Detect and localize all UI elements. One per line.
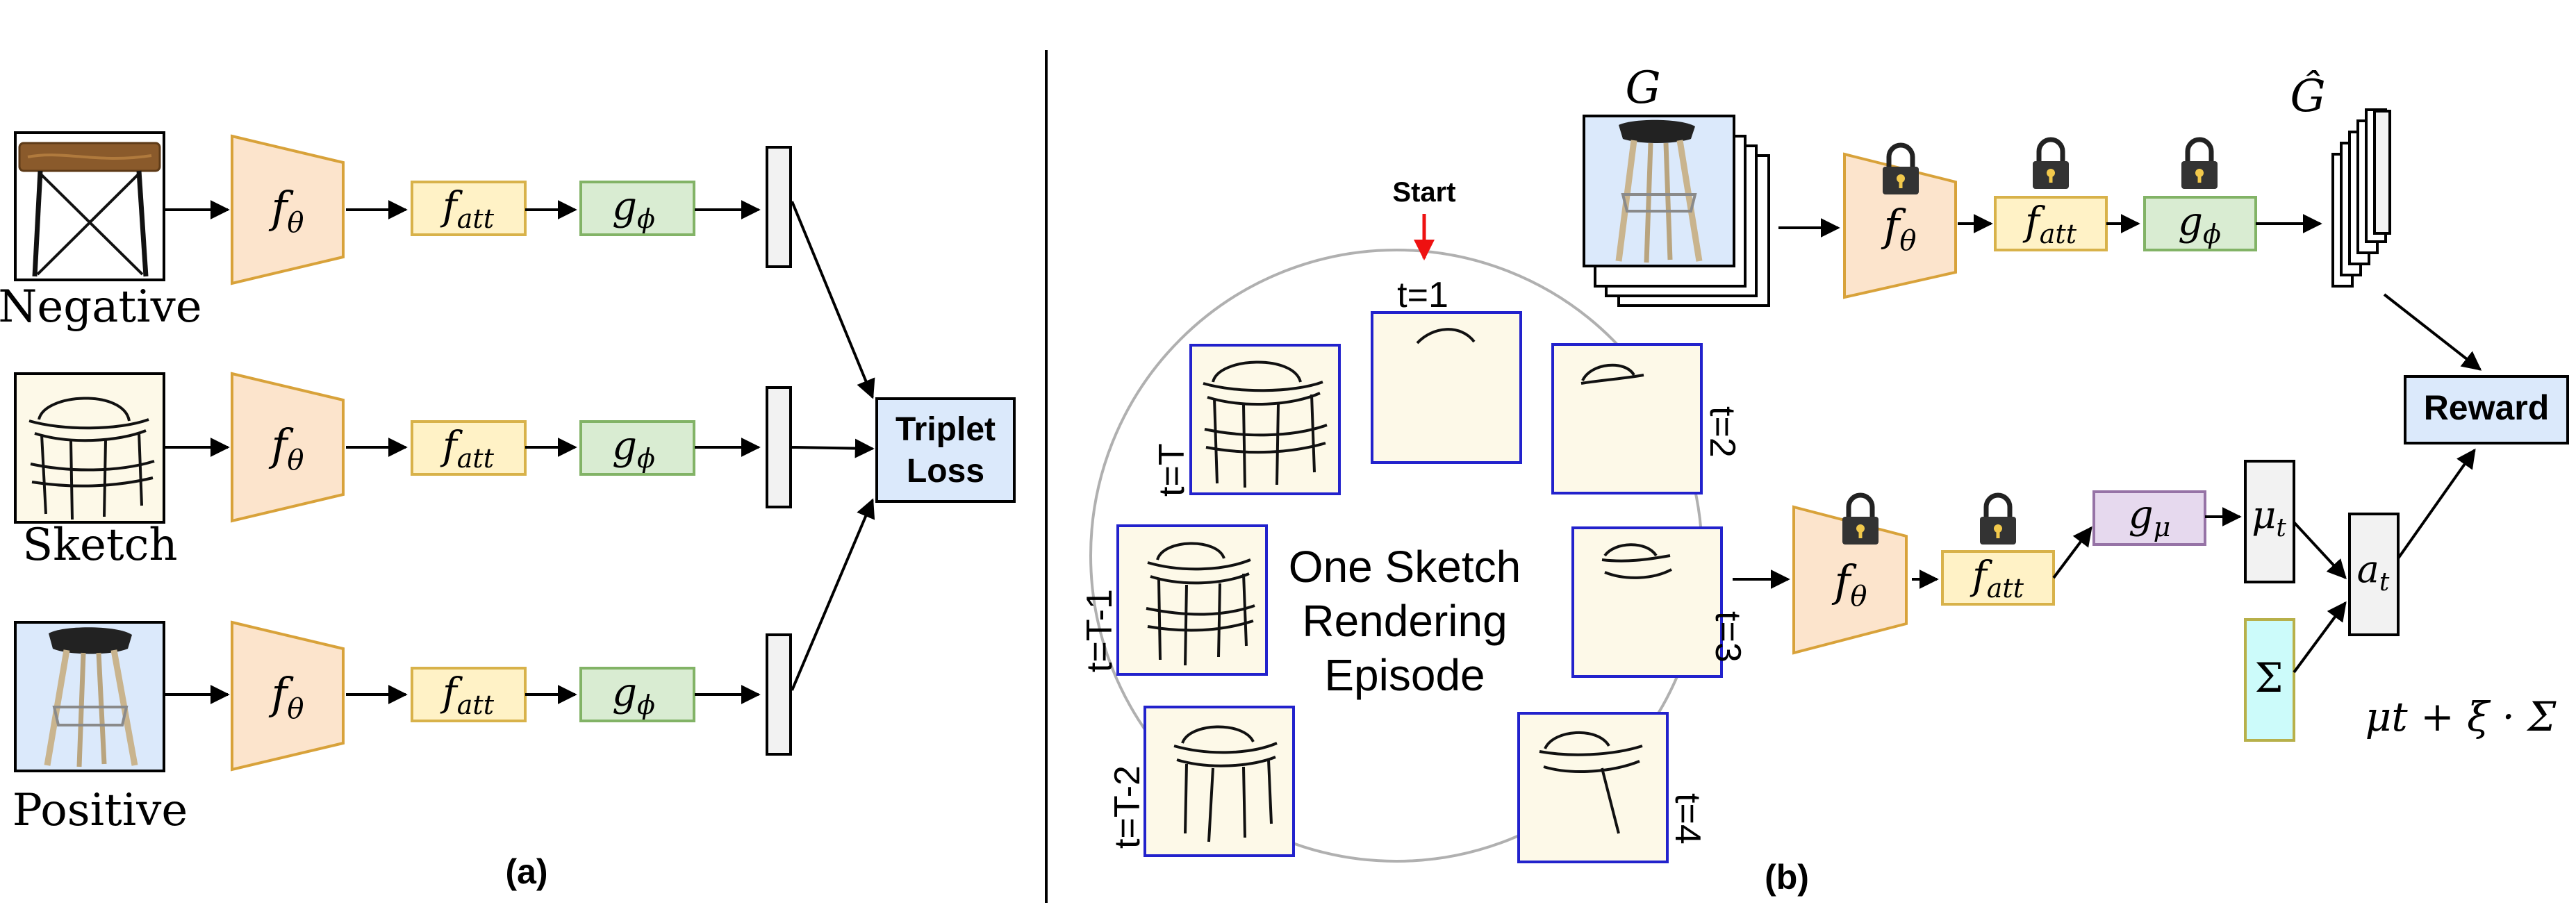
negative-row: Negative fθ fatt gϕ	[0, 131, 792, 333]
positive-label: Positive	[13, 785, 188, 836]
sketch-step-t3: t=3	[1571, 526, 1748, 678]
start-label: Start	[1392, 177, 1455, 208]
positive-embedding	[766, 633, 792, 756]
positive-attention-block	[411, 667, 527, 722]
sketch-projection-block	[579, 420, 695, 476]
negative-projection-block	[579, 181, 695, 236]
gallery-encoder-lock-icon	[1883, 145, 1919, 194]
chair-sketch-icon	[28, 397, 155, 520]
action-vector	[2348, 513, 2400, 636]
gallery-projection-lock-icon	[2181, 140, 2218, 189]
sigma-vector	[2244, 618, 2295, 742]
positive-projection-label: gϕ	[612, 670, 655, 720]
policy-encoder-label: fθ	[1831, 556, 1867, 613]
sketch-attention-label: fatt	[440, 424, 495, 474]
positive-row: Positive fθ fatt gϕ	[13, 620, 792, 836]
episode-label-line2: Rendering	[1302, 596, 1507, 646]
sketch-step-t-minus-2: t=T-2	[1107, 706, 1295, 857]
panel-b: Start One Sketch Rendering Episode t=1 t…	[1080, 63, 2569, 897]
sketch-encoder-block	[231, 372, 345, 523]
step-label-t1: t=1	[1397, 275, 1448, 315]
reward-label: Reward	[2424, 388, 2550, 427]
sketch-embedding	[766, 386, 792, 508]
mu-label: μt	[2252, 493, 2286, 542]
gallery-projection-block	[2143, 196, 2257, 251]
sketch-row: Sketch fθ fatt gϕ	[14, 372, 792, 571]
sketch-attention-block	[411, 420, 527, 476]
sketch-encoder-label: fθ	[268, 419, 304, 476]
gallery-projection-label: gϕ	[2178, 199, 2221, 249]
policy-attention-lock-icon	[1980, 495, 2016, 545]
gallery-attention-block	[1994, 196, 2108, 251]
policy-head-block	[2092, 490, 2206, 546]
mu-vector	[2244, 460, 2295, 583]
triplet-loss-box	[875, 397, 1016, 503]
panel-b-caption: (b)	[1765, 858, 1809, 897]
sketch-label: Sketch	[22, 520, 177, 571]
negative-label: Negative	[0, 281, 202, 333]
positive-encoder-block	[231, 620, 345, 772]
gallery-stool-icon	[1615, 119, 1703, 263]
sketch-step-t1: t=1	[1371, 275, 1522, 464]
sigma-label: Σ	[2254, 654, 2283, 701]
panel-a-caption: (a)	[505, 852, 547, 891]
positive-attention-label: fatt	[440, 670, 495, 720]
negative-encoder-block	[231, 134, 345, 285]
policy-encoder-lock-icon	[1842, 495, 1879, 545]
gallery-label: G	[1625, 63, 1660, 114]
action-formula: μt + ξ · Σ	[2366, 693, 2557, 740]
step-label-t-minus-2: t=T-2	[1107, 765, 1148, 849]
gallery-hat-label: Ĝ	[2290, 69, 2325, 122]
action-label: at	[2357, 547, 2390, 597]
step-label-t4: t=4	[1667, 793, 1708, 845]
episode-label-line1: One Sketch	[1289, 542, 1521, 592]
step-label-t2: t=2	[1702, 406, 1742, 458]
stool-photo-icon	[44, 627, 138, 767]
gallery-attention-lock-icon	[2033, 140, 2069, 189]
policy-head-label: gμ	[2129, 492, 2171, 542]
sketch-step-t-final: t=T	[1152, 344, 1341, 497]
sketch-step-t2: t=2	[1551, 343, 1742, 495]
triplet-loss-label-line2: Loss	[907, 453, 984, 490]
reward-box	[2404, 375, 2569, 444]
negative-attention-block	[411, 181, 527, 236]
episode-label-line3: Episode	[1324, 650, 1485, 700]
sketch-step-t-minus-1: t=T-1	[1080, 524, 1268, 676]
negative-projection-label: gϕ	[612, 184, 655, 234]
step-label-t-minus-1: t=T-1	[1080, 589, 1120, 672]
panel-a: Negative fθ fatt gϕ Sketch	[0, 131, 1016, 891]
negative-embedding	[766, 146, 792, 268]
step-label-t-final: t=T	[1152, 443, 1192, 497]
gallery-embedding-stack	[2331, 108, 2391, 288]
sketch-projection-label: gϕ	[612, 424, 655, 474]
table-photo-icon	[18, 142, 161, 277]
triplet-loss-label-line1: Triplet	[895, 411, 996, 448]
positive-projection-block	[579, 667, 695, 722]
step-label-t3: t=3	[1708, 611, 1748, 663]
sketch-step-t4: t=4	[1517, 712, 1708, 863]
gallery-stack	[1583, 115, 1770, 307]
